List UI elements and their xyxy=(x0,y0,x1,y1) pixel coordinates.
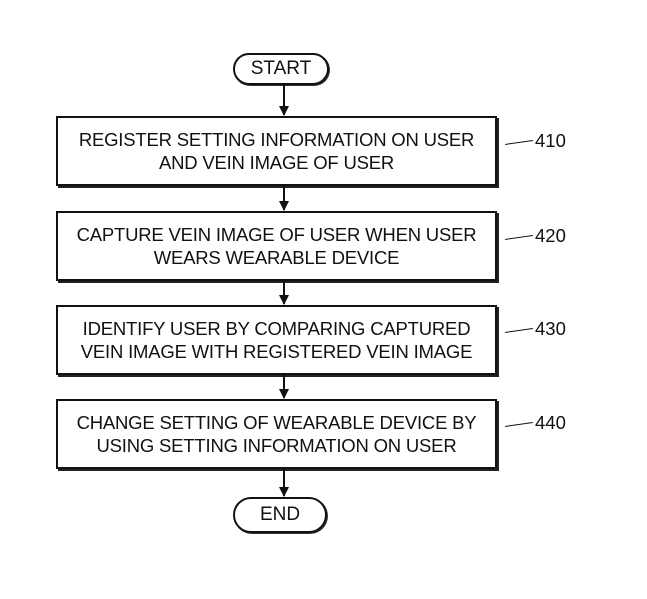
step-text-line: IDENTIFY USER BY COMPARING CAPTURED xyxy=(82,318,471,339)
end-terminal: END xyxy=(233,497,327,533)
step-box-430: IDENTIFY USER BY COMPARING CAPTURED VEIN… xyxy=(56,305,497,375)
leader-line xyxy=(505,139,533,145)
ref-label-420: 420 xyxy=(505,225,566,247)
ref-number: 410 xyxy=(535,130,566,151)
ref-number: 420 xyxy=(535,225,566,246)
leader-line xyxy=(505,234,533,240)
arrow-440-to-end xyxy=(279,468,289,497)
step-text-line: REGISTER SETTING INFORMATION ON USER xyxy=(78,129,475,150)
step-text-line: AND VEIN IMAGE OF USER xyxy=(158,152,395,173)
ref-number: 430 xyxy=(535,318,566,339)
leader-line xyxy=(505,327,533,333)
arrow-430-to-440 xyxy=(279,373,289,399)
step-text-line: VEIN IMAGE WITH REGISTERED VEIN IMAGE xyxy=(80,341,473,362)
start-terminal: START xyxy=(233,53,329,85)
arrow-410-to-420 xyxy=(279,184,289,211)
leader-line xyxy=(505,421,533,427)
step-box-420: CAPTURE VEIN IMAGE OF USER WHEN USER WEA… xyxy=(56,211,497,281)
ref-label-440: 440 xyxy=(505,412,566,434)
ref-label-410: 410 xyxy=(505,130,566,152)
step-text-line: CAPTURE VEIN IMAGE OF USER WHEN USER xyxy=(76,224,477,245)
ref-label-430: 430 xyxy=(505,318,566,340)
arrow-420-to-430 xyxy=(279,279,289,305)
step-text-line: CHANGE SETTING OF WEARABLE DEVICE BY xyxy=(76,412,477,433)
step-text-line: USING SETTING INFORMATION ON USER xyxy=(96,435,457,456)
step-text-line: WEARS WEARABLE DEVICE xyxy=(153,247,400,268)
step-box-410: REGISTER SETTING INFORMATION ON USER AND… xyxy=(56,116,497,186)
ref-number: 440 xyxy=(535,412,566,433)
step-box-440: CHANGE SETTING OF WEARABLE DEVICE BY USI… xyxy=(56,399,497,469)
arrow-start-to-410 xyxy=(279,83,289,116)
